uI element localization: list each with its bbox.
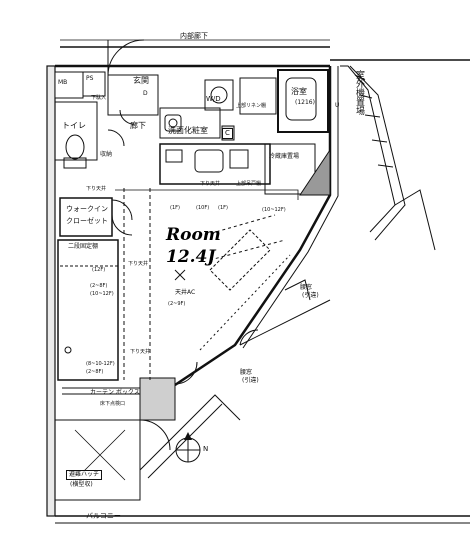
room-name: Room bbox=[166, 225, 221, 245]
loft-tag: 二段固定棚 bbox=[68, 243, 99, 250]
left-wall bbox=[46, 65, 56, 517]
floor-cab-label: 床下点検口 bbox=[100, 401, 126, 407]
toilet-bowl bbox=[65, 134, 85, 160]
entrance-label: 玄関 bbox=[133, 76, 149, 85]
north-arrow bbox=[184, 432, 192, 440]
hall-label: 廊下 bbox=[130, 121, 146, 130]
upper-shelf-label: 上部リネン棚 bbox=[236, 103, 267, 109]
ceil-8-10f: (8~10-12F) bbox=[86, 361, 115, 367]
emergency-hatch-2: (横型収) bbox=[70, 481, 93, 488]
down-ceiling-1: 下り天井 bbox=[200, 181, 221, 187]
corridor-label: 内部廊下 bbox=[180, 32, 208, 40]
ceil-2-9f: (2~9F) bbox=[168, 301, 186, 307]
ceil-10-12f: (10~12F) bbox=[90, 291, 114, 297]
ps-label: PS bbox=[86, 75, 94, 82]
north-label: N bbox=[203, 445, 209, 453]
emergency-hatch-1: 避難ハッチ bbox=[66, 470, 103, 480]
exterior-stair-label: 室外機置場 bbox=[354, 70, 364, 115]
ceil-10f: (10F) bbox=[196, 205, 210, 211]
ceil-1f-b: (1F) bbox=[218, 205, 228, 211]
ceil-12f: (12F) bbox=[92, 267, 106, 273]
slide-window-2: (引違) bbox=[302, 292, 319, 299]
aircon-label: 天井AC bbox=[175, 289, 196, 296]
down-ceiling-2: 下り天井 bbox=[128, 261, 149, 267]
slide-window-1: 腰窓 bbox=[300, 284, 313, 291]
curtain-label: カーテン ボックス bbox=[90, 389, 140, 396]
c-label: C bbox=[222, 128, 233, 139]
down-ceiling-4: 下り天井 bbox=[86, 186, 107, 192]
walkin-label-1: ウォークイン bbox=[66, 205, 108, 213]
room-size: 12.4J bbox=[166, 247, 216, 267]
ceil-1f: (1F) bbox=[170, 205, 180, 211]
u-label: U bbox=[335, 102, 340, 109]
slide-window-3: 腰窓 bbox=[240, 369, 253, 376]
down-ceiling-3: 下り天井 bbox=[130, 349, 151, 355]
entry-door-swing bbox=[107, 39, 145, 76]
d-label: D bbox=[143, 90, 148, 97]
shoe-label: 下駄入 bbox=[91, 95, 107, 101]
bath-size-label: (1216) bbox=[295, 99, 315, 106]
slide-window-4: (引違) bbox=[242, 377, 259, 384]
walkin-label-2: クローゼット bbox=[66, 217, 108, 225]
upper-cabinet-label: 上部吊戸棚 bbox=[236, 181, 262, 187]
washroom-label: 洗面化粧室 bbox=[168, 126, 208, 135]
wd-label: W/D bbox=[206, 95, 221, 103]
balcony-label: バルコニー bbox=[86, 512, 121, 520]
fridge-label: 冷蔵庫置場 bbox=[269, 153, 300, 160]
toilet-label: トイレ bbox=[62, 121, 86, 130]
bathroom-label: 浴室 bbox=[291, 87, 307, 96]
ceil-10-12f-b: (10~12F) bbox=[262, 207, 286, 213]
ceil-2-8f-b: (2~8F) bbox=[86, 369, 104, 375]
mb-label: MB bbox=[58, 79, 68, 86]
ceil-2-8f: (2~8F) bbox=[90, 283, 108, 289]
storage-label: 収納 bbox=[100, 151, 113, 158]
